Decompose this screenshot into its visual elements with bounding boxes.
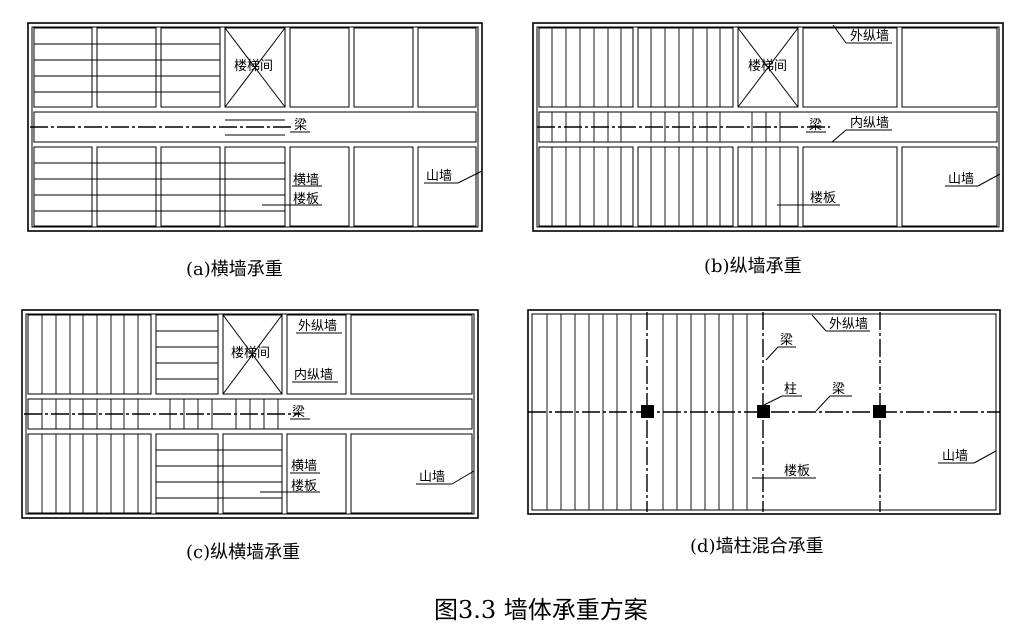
caption-c: (c)纵横墙承重 — [186, 542, 300, 563]
label-beam: 梁 — [294, 118, 307, 133]
label-inner-long-wall: 内纵墙 — [294, 367, 333, 383]
label-cross-wall: 横墙 — [291, 459, 317, 474]
label-beam: 梁 — [809, 118, 822, 133]
panel-d: 外纵墙 梁 柱 梁 楼板 山墙 (d)墙柱混合承重 — [527, 309, 1001, 557]
label-slab: 楼板 — [293, 192, 319, 207]
label-stair: 楼梯间 — [234, 59, 273, 74]
panel-a: 楼梯间 梁 横墙 楼板 山墙 (a)横墙承重 — [27, 22, 483, 280]
panel-b: 楼梯间 外纵墙 梁 内纵墙 楼板 山墙 (b)纵墙承重 — [532, 22, 1004, 277]
label-cross-wall: 横墙 — [293, 173, 319, 188]
slab-hatch — [551, 28, 781, 226]
label-stair: 楼梯间 — [748, 59, 787, 74]
column-3 — [873, 405, 886, 418]
label-gable: 山墙 — [419, 470, 445, 485]
label-beam: 梁 — [292, 405, 305, 420]
label-outer-long-wall: 外纵墙 — [850, 29, 889, 44]
column-1 — [641, 405, 654, 418]
label-slab: 楼板 — [291, 479, 317, 494]
label-beam: 梁 — [832, 382, 845, 397]
label-slab: 楼板 — [810, 191, 836, 206]
caption-d: (d)墙柱混合承重 — [690, 536, 824, 557]
slab-hatch — [41, 315, 282, 513]
panel-c: 楼梯间 外纵墙 内纵墙 梁 横墙 楼板 山墙 (c)纵横墙承重 — [21, 309, 479, 563]
label-outer-long-wall: 外纵墙 — [829, 317, 868, 332]
label-gable: 山墙 — [426, 169, 452, 184]
label-slab: 楼板 — [784, 464, 810, 479]
label-column: 柱 — [784, 382, 797, 397]
caption-b: (b)纵墙承重 — [704, 256, 802, 277]
figure-title: 图3.3 墙体承重方案 — [434, 596, 648, 624]
column-2 — [757, 405, 770, 418]
label-gable: 山墙 — [942, 449, 968, 464]
label-outer-long-wall: 外纵墙 — [298, 319, 337, 334]
label-beam-vertical: 梁 — [780, 333, 793, 348]
slab-hatch — [34, 43, 285, 212]
caption-a: (a)横墙承重 — [186, 259, 283, 280]
label-stair: 楼梯间 — [231, 346, 270, 361]
label-gable: 山墙 — [948, 172, 974, 187]
label-inner-long-wall: 内纵墙 — [850, 115, 889, 131]
